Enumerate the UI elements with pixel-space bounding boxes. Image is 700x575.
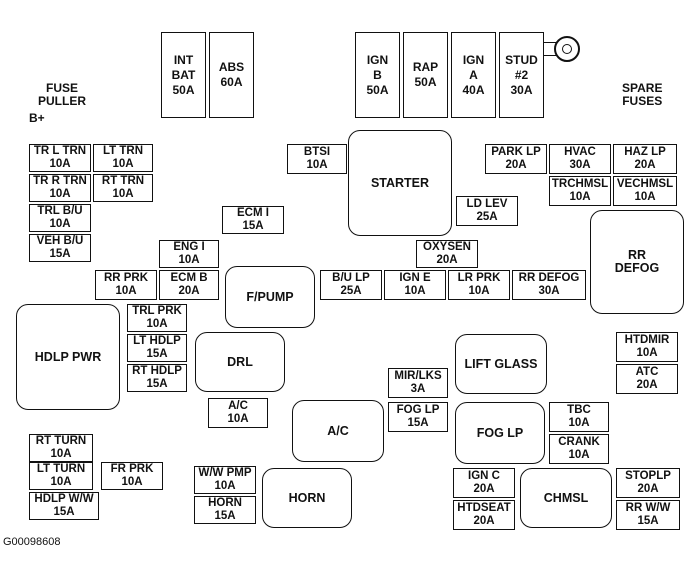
relay-drl: DRL bbox=[195, 332, 285, 392]
relay-f-pump: F/PUMP bbox=[225, 266, 315, 328]
fuse-puller-label: FUSE PULLER bbox=[38, 81, 86, 108]
relay-hdlp-pwr: HDLP PWR bbox=[16, 304, 120, 410]
relay-horn: HORN bbox=[262, 468, 352, 528]
relay-fog-lp: FOG LP bbox=[455, 402, 545, 464]
spare-fuses-label: SPARE FUSES bbox=[622, 81, 663, 108]
fuse-int-bat: INT BAT 50A bbox=[161, 32, 206, 118]
fuse-stud-2: STUD #2 30A bbox=[499, 32, 544, 118]
relay-lift-glass: LIFT GLASS bbox=[455, 334, 547, 394]
relay-chmsl: CHMSL bbox=[520, 468, 612, 528]
stud-terminal-icon bbox=[554, 36, 580, 62]
fuse-abs: ABS 60A bbox=[209, 32, 254, 118]
relay-starter: STARTER bbox=[348, 130, 452, 236]
fuse-rap: RAP 50A bbox=[403, 32, 448, 118]
b-plus-label: B+ bbox=[29, 111, 45, 125]
fuse-ign-b: IGN B 50A bbox=[355, 32, 400, 118]
relay-ac: A/C bbox=[292, 400, 384, 462]
fuse-ign-a: IGN A 40A bbox=[451, 32, 496, 118]
figure-code: G00098608 bbox=[3, 536, 61, 548]
